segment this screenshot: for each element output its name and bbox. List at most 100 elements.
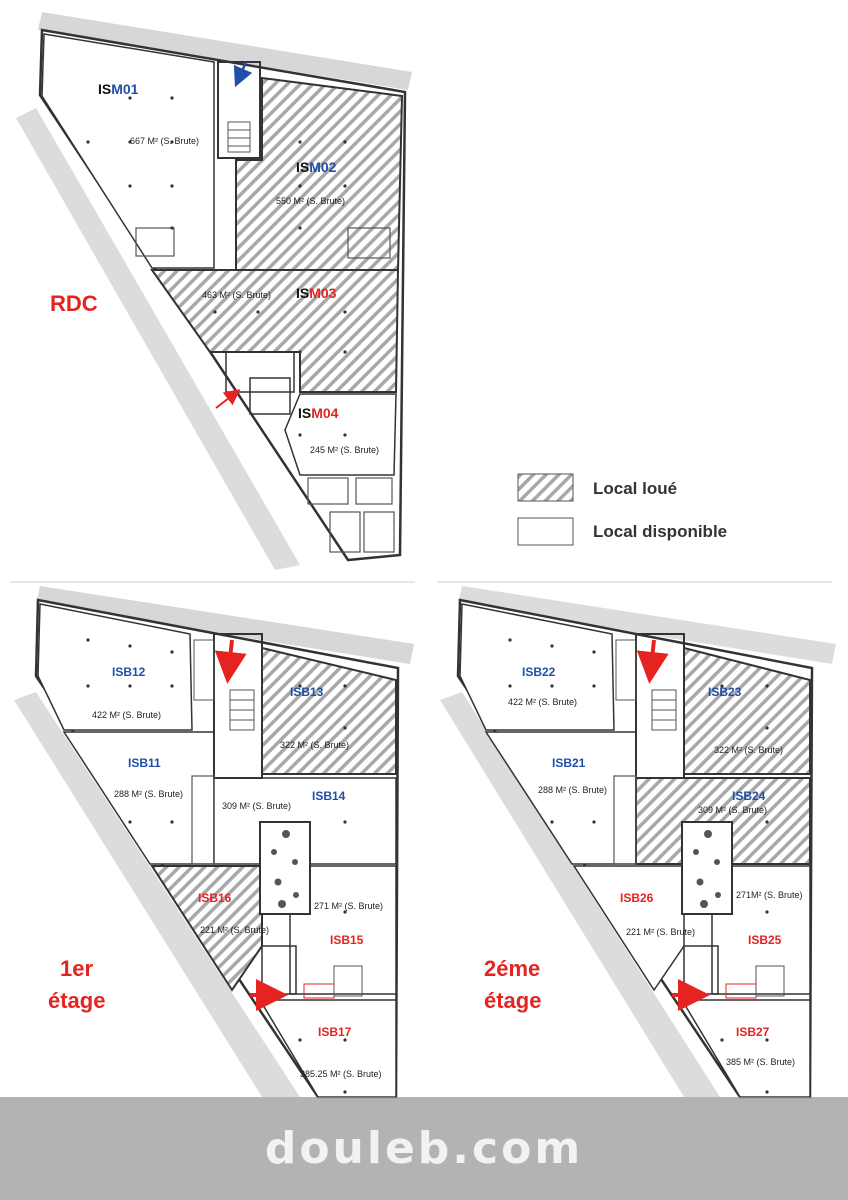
unit-isb14-name: ISB14 — [312, 789, 346, 803]
wc-block — [755, 965, 785, 997]
unit-isb15-area[interactable] — [289, 865, 397, 995]
floor-label-1er-line2: étage — [48, 988, 105, 1013]
unit-isb23-area-text: 322 M² (S. Brute) — [714, 745, 783, 755]
wc-block — [613, 775, 637, 865]
unit-isb11-area-text: 288 M² (S. Brute) — [114, 789, 183, 799]
unit-ism01-code: M01 — [111, 81, 138, 97]
unit-isb12-area-text: 422 M² (S. Brute) — [92, 710, 161, 720]
unit-ism01-area[interactable] — [41, 33, 215, 269]
unit-isb12-area[interactable] — [37, 603, 193, 731]
unit-isb24-name: ISB24 — [732, 789, 766, 803]
floor-label-1er-line1: 1er — [60, 956, 93, 981]
watermark-text: douleb.com — [264, 1123, 584, 1174]
stair — [249, 377, 291, 415]
unit-ism03-code: M03 — [309, 285, 336, 301]
unit-isb21-area-text: 288 M² (S. Brute) — [538, 785, 607, 795]
unit-isb25-name: ISB25 — [748, 933, 782, 947]
street-band — [36, 586, 414, 664]
entrance-arrow — [233, 61, 253, 88]
unit-ism04-code: M04 — [311, 405, 338, 421]
unit-ism02-prefix: IS — [296, 159, 309, 175]
legend-swatch-available — [517, 517, 574, 546]
unit-isb16-name: ISB16 — [198, 891, 232, 905]
svg-text:ISM04: ISM04 — [298, 405, 339, 421]
floor-label-2eme-line2: étage — [484, 988, 541, 1013]
plan-1er-etage: ISB12 422 M² (S. Brute) ISB13 322 M² (S.… — [14, 586, 414, 1099]
unit-ism02-code: M02 — [309, 159, 336, 175]
plan-2eme-etage: ISB22 422 M² (S. Brute) ISB23 322 M² (S.… — [440, 586, 836, 1099]
street-band — [440, 692, 720, 1097]
unit-ism04-area-text: 245 M² (S. Brute) — [310, 445, 379, 455]
legend-label-available: Local disponible — [593, 522, 727, 541]
wc-block — [347, 227, 391, 259]
wc-block — [135, 227, 175, 257]
unit-ism04-prefix: IS — [298, 405, 311, 421]
column-grid — [508, 638, 769, 1094]
wc-block — [193, 639, 215, 701]
entrance-arrow — [215, 389, 241, 409]
unit-ism01-area-text: 667 M² (S. Brute) — [130, 136, 199, 146]
unit-ism02-area-text: 550 M² (S. Brute) — [276, 196, 345, 206]
unit-isb15-area-text: 271 M² (S. Brute) — [314, 901, 383, 911]
unit-isb22-area-text: 422 M² (S. Brute) — [508, 697, 577, 707]
plan-rdc: ISM01 667 M² (S. Brute) ISM02 550 M² (S.… — [16, 12, 412, 570]
legend-swatch-rented — [517, 473, 574, 502]
unit-isb25-area[interactable] — [711, 865, 811, 995]
unit-ism03-area[interactable] — [150, 269, 400, 393]
floor-label-rdc: RDC — [50, 291, 98, 316]
column-grid — [86, 96, 347, 437]
stair-core — [217, 61, 261, 159]
unit-ism03-area-text: 463 M² (S. Brute) — [202, 290, 271, 300]
unit-isb12-name: ISB12 — [112, 665, 146, 679]
wc-block — [307, 477, 349, 505]
unit-isb26-area-text: 221 M² (S. Brute) — [626, 927, 695, 937]
watermark-banner: douleb.com — [0, 1097, 848, 1200]
unit-isb17-name: ISB17 — [318, 1025, 352, 1039]
stair-core — [213, 633, 263, 779]
wc-block — [225, 351, 295, 393]
unit-isb25-area-text: 271M² (S. Brute) — [736, 890, 803, 900]
patio-plants — [271, 830, 299, 908]
unit-isb17-area-text: 385.25 M² (S. Brute) — [300, 1069, 382, 1079]
legend: Local loué Local disponible — [517, 473, 727, 546]
street-band — [38, 12, 412, 90]
street-band — [16, 108, 300, 570]
street-band — [14, 692, 300, 1097]
unit-ism03-prefix: IS — [296, 285, 309, 301]
column-grid — [86, 638, 347, 1094]
floor-label-2eme-line1: 2éme — [484, 956, 540, 981]
svg-text:ISM02: ISM02 — [296, 159, 337, 175]
unit-isb27-name: ISB27 — [736, 1025, 770, 1039]
wc-block — [355, 477, 393, 505]
svg-text:ISM03: ISM03 — [296, 285, 337, 301]
unit-isb22-area[interactable] — [459, 603, 615, 731]
unit-ism01-prefix: IS — [98, 81, 111, 97]
svg-text:ISM01: ISM01 — [98, 81, 139, 97]
stair-core — [635, 633, 685, 779]
unit-isb13-area-text: 322 M² (S. Brute) — [280, 740, 349, 750]
wc-block — [191, 775, 215, 865]
entrance-arrow — [636, 639, 669, 684]
unit-isb21-name: ISB21 — [552, 756, 586, 770]
unit-isb15-name: ISB15 — [330, 933, 364, 947]
unit-isb27-area-text: 385 M² (S. Brute) — [726, 1057, 795, 1067]
unit-isb24-area-text: 309 M² (S. Brute) — [698, 805, 767, 815]
unit-isb14-area-text: 309 M² (S. Brute) — [222, 801, 291, 811]
unit-isb23-name: ISB23 — [708, 685, 742, 699]
wc-block — [363, 511, 395, 553]
unit-isb13-name: ISB13 — [290, 685, 324, 699]
stair — [227, 121, 251, 153]
legend-label-rented: Local loué — [593, 479, 677, 498]
street-band — [458, 586, 836, 664]
wc-block — [615, 639, 637, 701]
unit-isb16-area-text: 221 M² (S. Brute) — [200, 925, 269, 935]
unit-isb26-name: ISB26 — [620, 891, 654, 905]
unit-isb11-name: ISB11 — [128, 756, 161, 770]
unit-ism04-area[interactable] — [284, 393, 397, 476]
patio-plants — [693, 830, 721, 908]
wc-block — [329, 511, 361, 553]
entrance-arrow — [214, 639, 247, 684]
wc-block — [333, 965, 363, 997]
unit-isb22-name: ISB22 — [522, 665, 556, 679]
